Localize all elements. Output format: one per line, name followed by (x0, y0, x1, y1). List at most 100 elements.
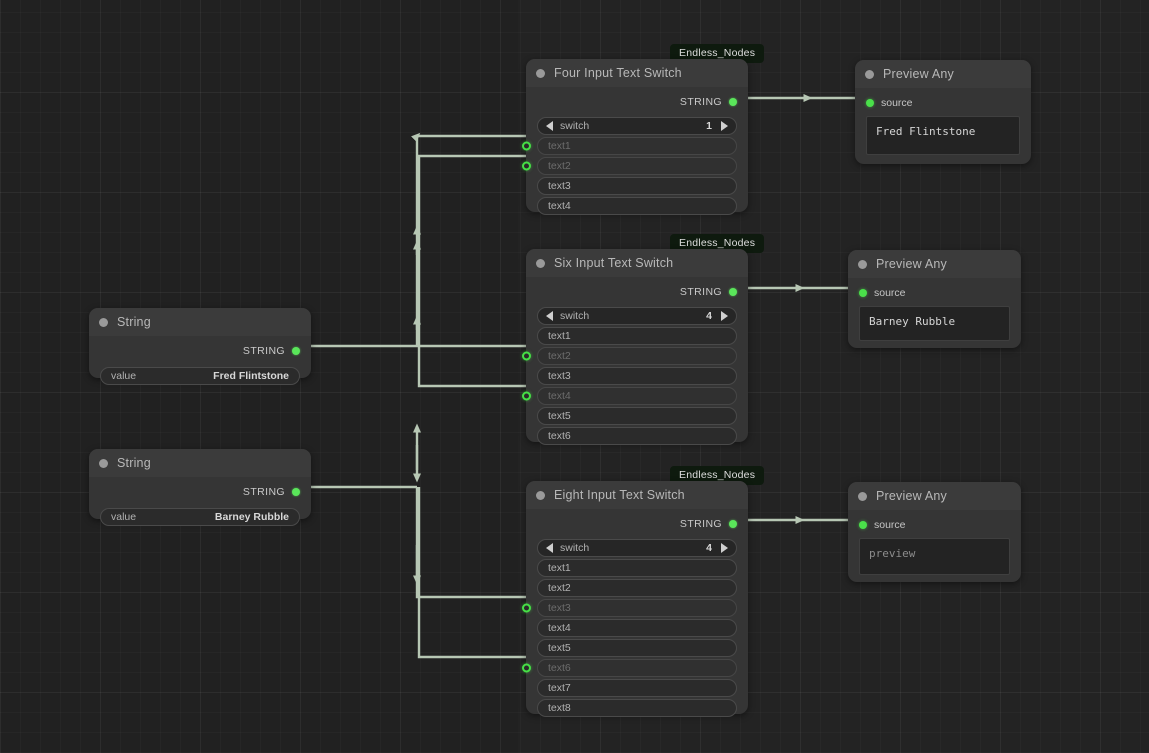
wire-bus-six-text4 (417, 346, 531, 388)
input-label: text6 (548, 430, 571, 442)
node-header[interactable]: Four Input Text Switch (526, 59, 748, 87)
input-label: text1 (548, 562, 571, 574)
output-type-label: STRING (242, 345, 285, 357)
node-preview-any-1[interactable]: Preview Any source Fred Flintstone (855, 60, 1031, 164)
node-header[interactable]: Preview Any (848, 482, 1021, 510)
input-slot-text8[interactable]: text8 (537, 699, 737, 717)
node-preview-any-2[interactable]: Preview Any source Barney Rubble (848, 250, 1021, 348)
input-label: source (874, 287, 906, 299)
input-port-dot[interactable] (866, 99, 874, 107)
input-label: text2 (548, 160, 571, 172)
output-port-dot[interactable] (729, 520, 737, 528)
widget-value[interactable]: value Barney Rubble (100, 508, 300, 526)
input-slot-text7[interactable]: text7 (537, 679, 737, 697)
node-header[interactable]: Preview Any (855, 60, 1031, 88)
input-slot-text4[interactable]: text4 (522, 387, 737, 405)
input-label: text5 (548, 410, 571, 422)
input-slot-source[interactable]: source (855, 94, 1031, 112)
input-label: text4 (548, 622, 571, 634)
collapse-dot-icon[interactable] (99, 458, 108, 468)
widget-value[interactable]: value Fred Flintstone (100, 367, 300, 385)
node-preview-any-3[interactable]: Preview Any source preview (848, 482, 1021, 582)
collapse-dot-icon[interactable] (536, 490, 545, 500)
input-port-dot[interactable] (522, 351, 531, 361)
input-slot-text6[interactable]: text6 (537, 427, 737, 445)
input-label: text7 (548, 682, 571, 694)
input-port-dot[interactable] (522, 391, 531, 401)
chevron-right-icon[interactable] (721, 543, 728, 553)
collapse-dot-icon[interactable] (536, 68, 545, 78)
widget-switch[interactable]: switch 1 (537, 117, 737, 135)
input-slot-text3[interactable]: text3 (537, 367, 737, 385)
input-slot-text2[interactable]: text2 (522, 347, 737, 365)
widget-value-text: 1 (706, 120, 712, 132)
node-header[interactable]: String (89, 308, 311, 336)
widget-label: switch (560, 120, 590, 132)
chevron-left-icon[interactable] (546, 543, 553, 553)
collapse-dot-icon[interactable] (536, 258, 545, 268)
node-pack-badge-eight: Endless_Nodes (670, 466, 765, 485)
node-header[interactable]: Preview Any (848, 250, 1021, 278)
input-port-dot[interactable] (859, 289, 867, 297)
output-slot-row[interactable]: STRING (89, 482, 311, 502)
node-header[interactable]: String (89, 449, 311, 477)
input-slot-text6[interactable]: text6 (522, 659, 737, 677)
node-eight-input-text-switch[interactable]: Eight Input Text Switch STRING switch 4 … (522, 481, 748, 717)
chevron-right-icon[interactable] (721, 121, 728, 131)
output-port-dot[interactable] (292, 347, 300, 355)
input-label: text2 (548, 350, 571, 362)
widget-value-text: 4 (706, 542, 712, 554)
input-port-dot[interactable] (522, 663, 531, 673)
node-body: source preview (848, 516, 1021, 585)
input-port-dot[interactable] (522, 161, 531, 171)
input-slot-text1[interactable]: text1 (537, 559, 737, 577)
input-slot-text4[interactable]: text4 (537, 619, 737, 637)
input-slot-source[interactable]: source (848, 516, 1021, 534)
collapse-dot-icon[interactable] (858, 491, 867, 501)
output-slot-row[interactable]: STRING (526, 282, 748, 302)
output-slot-row[interactable]: STRING (526, 514, 748, 534)
widget-label: switch (560, 310, 590, 322)
output-slot-row[interactable]: STRING (526, 92, 748, 112)
input-slot-text2[interactable]: text2 (537, 579, 737, 597)
node-header[interactable]: Six Input Text Switch (526, 249, 748, 277)
node-body: source Fred Flintstone (855, 94, 1031, 165)
node-string-1[interactable]: String STRING value Fred Flintstone (89, 308, 311, 385)
collapse-dot-icon[interactable] (99, 317, 108, 327)
collapse-dot-icon[interactable] (865, 69, 874, 79)
chevron-right-icon[interactable] (721, 311, 728, 321)
input-label: text2 (548, 582, 571, 594)
input-slot-text1[interactable]: text1 (522, 137, 737, 155)
input-slot-text1[interactable]: text1 (537, 327, 737, 345)
input-slot-text4[interactable]: text4 (537, 197, 737, 215)
input-slot-text2[interactable]: text2 (522, 157, 737, 175)
chevron-left-icon[interactable] (546, 311, 553, 321)
output-slot-row[interactable]: STRING (89, 341, 311, 361)
input-slot-source[interactable]: source (848, 284, 1021, 302)
node-string-2[interactable]: String STRING value Barney Rubble (89, 449, 311, 526)
node-pack-badge-six: Endless_Nodes (670, 234, 765, 253)
node-header[interactable]: Eight Input Text Switch (526, 481, 748, 509)
input-port-dot[interactable] (859, 521, 867, 529)
node-four-input-text-switch[interactable]: Four Input Text Switch STRING switch 1 t… (522, 59, 748, 215)
input-port-dot[interactable] (522, 603, 531, 613)
input-slot-text3[interactable]: text3 (522, 599, 737, 617)
collapse-dot-icon[interactable] (858, 259, 867, 269)
wire-bus-eight-text3 (415, 487, 531, 599)
input-port-dot[interactable] (522, 141, 531, 151)
output-port-dot[interactable] (729, 288, 737, 296)
node-six-input-text-switch[interactable]: Six Input Text Switch STRING switch 4 te… (522, 249, 748, 445)
node-title: Four Input Text Switch (554, 66, 682, 80)
input-slot-text5[interactable]: text5 (537, 407, 737, 425)
output-port-dot[interactable] (292, 488, 300, 496)
chevron-left-icon[interactable] (546, 121, 553, 131)
input-slot-text5[interactable]: text5 (537, 639, 737, 657)
widget-switch[interactable]: switch 4 (537, 539, 737, 557)
preview-text-box: preview (859, 538, 1010, 575)
input-label: text5 (548, 642, 571, 654)
widget-switch[interactable]: switch 4 (537, 307, 737, 325)
input-slot-text3[interactable]: text3 (537, 177, 737, 195)
output-port-dot[interactable] (729, 98, 737, 106)
node-body: STRING switch 1 text1 text2 text3 tex (522, 92, 748, 227)
